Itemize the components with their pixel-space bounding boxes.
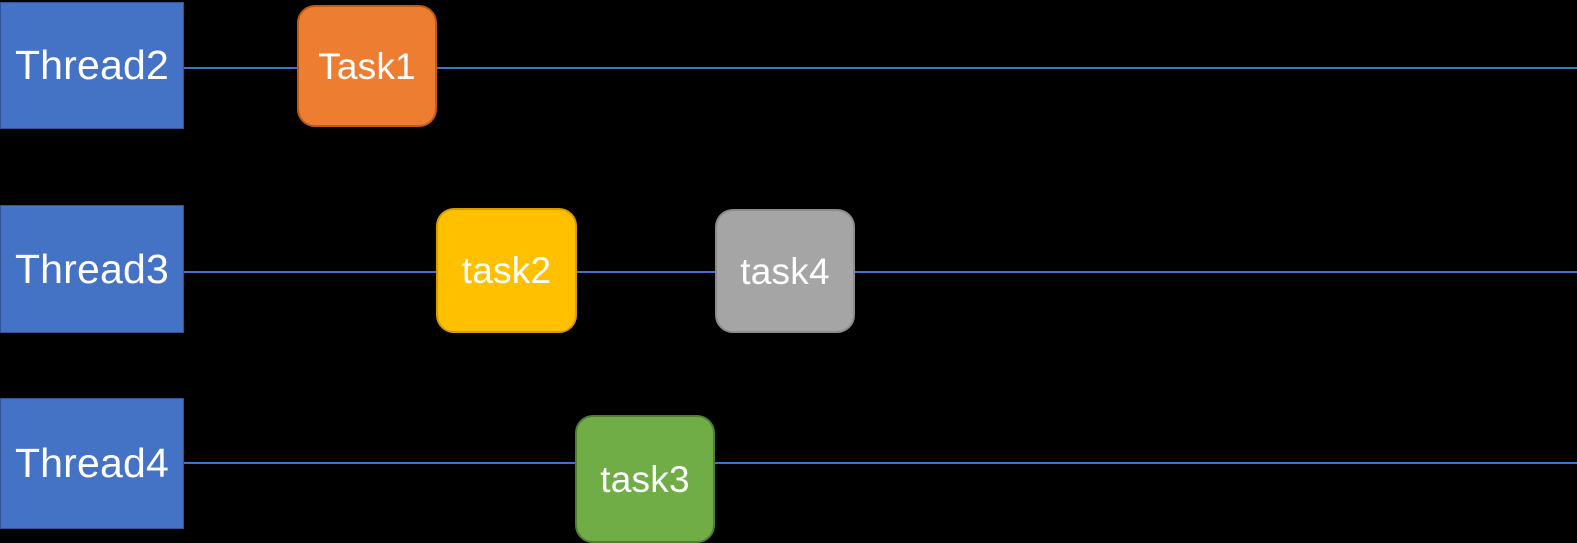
lane-line-thread3 <box>184 271 1577 273</box>
thread-label-thread2: Thread2 <box>14 42 170 88</box>
task-box-task2[interactable]: task2 <box>436 208 577 333</box>
task-label-task4: task4 <box>740 250 830 292</box>
task-box-task4[interactable]: task4 <box>715 209 855 333</box>
lane-line-thread2 <box>184 67 1577 69</box>
thread-box-thread4[interactable]: Thread4 <box>0 398 184 529</box>
task-label-task2: task2 <box>461 250 552 291</box>
task-label-task3: task3 <box>600 458 690 500</box>
thread-box-thread2[interactable]: Thread2 <box>0 2 184 129</box>
task-label-task1: Task1 <box>318 45 416 87</box>
task-box-task3[interactable]: task3 <box>575 415 715 543</box>
thread-box-thread3[interactable]: Thread3 <box>0 205 184 333</box>
thread-label-thread4: Thread4 <box>14 440 170 486</box>
thread-label-thread3: Thread3 <box>14 245 170 292</box>
lane-line-thread4 <box>184 462 1577 464</box>
task-box-task1[interactable]: Task1 <box>297 5 437 127</box>
